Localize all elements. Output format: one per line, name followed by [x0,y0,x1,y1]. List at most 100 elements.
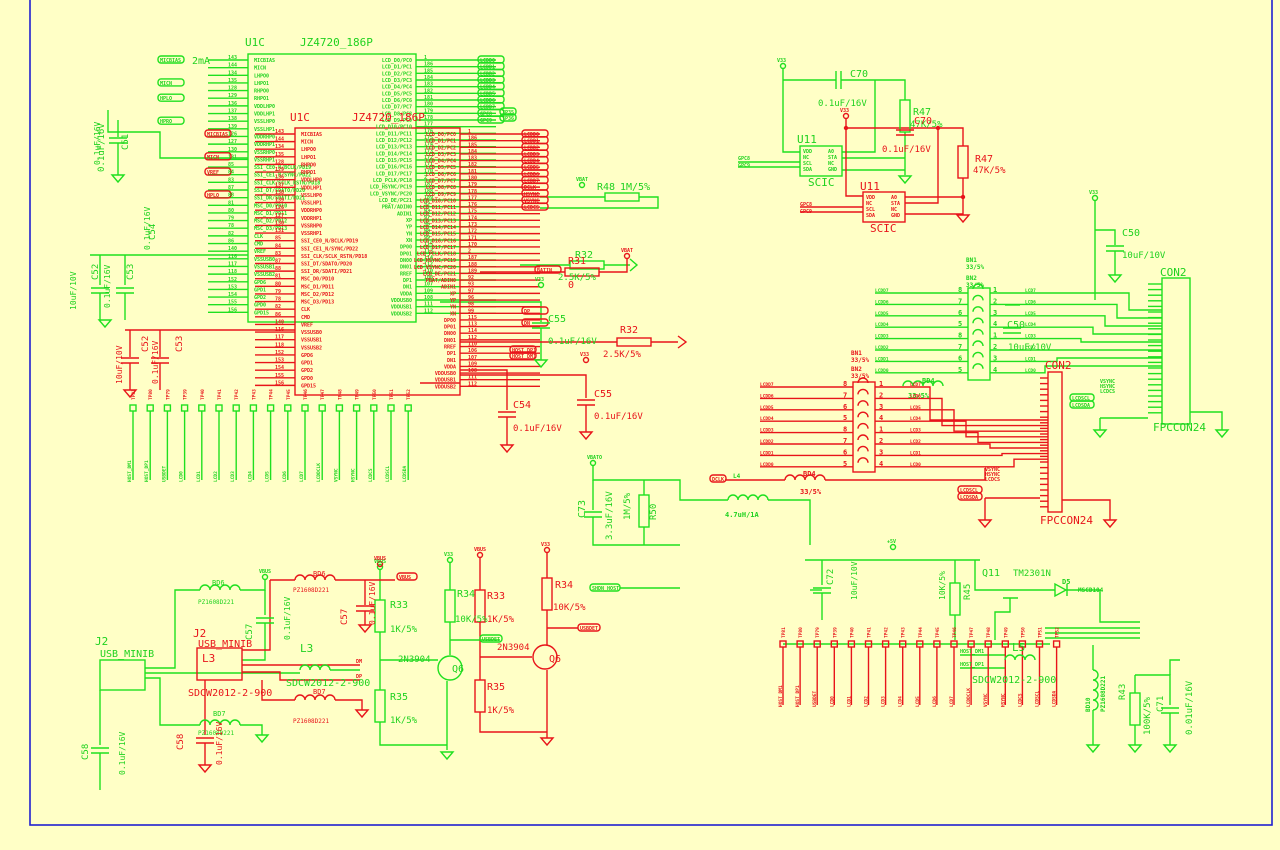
pin-number: 112 [424,308,433,314]
inductor-symbol [294,694,336,701]
net-label-flag [157,55,185,64]
pin-name: VREF [254,249,266,255]
component-ref: BD7 [213,710,226,718]
pin-number: 174 [424,142,433,148]
wire [145,589,200,669]
pin-name: LCD_D12/PC12 [376,138,412,144]
pin-name: LCD_D2/PC2 [382,71,412,77]
testpoint-name: TP43 [901,627,907,638]
component-ref: R47 [913,107,931,118]
pin-number: 130 [275,220,284,226]
pin-name: VDDRHP0 [254,134,275,140]
wire [875,431,1048,444]
net-label: LCDD2 [875,345,889,351]
component-value: 0.1uF/16V [283,596,292,640]
testpoint-signal: HOST_DM1 [778,685,784,707]
testpoint-name: TP43 [251,389,257,400]
component-value: TM2301N [1013,569,1051,579]
pin-name: LCD_VSYNC/PC20 [370,191,412,197]
pin-number: 79 [275,289,281,295]
testpoint-signal: LCDSDA [402,465,408,482]
pin-name: LCD_D0/PC0 [382,58,412,64]
pin-number: 181 [468,169,477,175]
testpoint-pad [1035,640,1044,648]
pin-name: LCD_D8/PC8 [426,185,456,191]
ground-icon [1092,429,1108,439]
pin-name: SSI_DR/SDATI/PD21 [254,196,305,202]
pin-number: 80 [228,208,234,214]
pin-name: VSSUSB2 [301,345,322,351]
wire [990,303,1162,319]
component-ref: L4 [733,473,741,480]
pin-number: 4 [879,460,883,468]
net-label: LCDD6 [875,299,889,305]
pin-name: MICN [301,140,313,146]
net-label-flag [534,265,562,274]
pin-number: 3 [879,403,883,411]
pin-number: 81 [275,274,281,280]
pin-name: LCD_D3/PC3 [382,78,412,84]
net-label-flag [499,107,517,116]
testpoint-name: TP39 [832,627,838,638]
resistor-symbol [604,192,640,202]
pin-number: 175 [468,209,477,215]
wire [990,357,1162,363]
ground-icon [1162,744,1178,754]
component-value: 0.1uF/16V [548,337,597,347]
pin-number: 186 [468,136,477,142]
component-value: 47K/5% [910,120,943,130]
power-label: VBATO [587,455,602,461]
net-label: LCD4 [1025,322,1036,328]
chip-ref: U1C [290,111,310,124]
inductor-symbol [299,664,331,671]
pin-number: 189 [468,268,477,274]
net-label: DP [524,309,530,315]
pin-name: VSSUSB1 [301,338,322,344]
connector-body [1161,277,1191,425]
pin-name: XP [406,218,412,224]
component-value: 10K/5% [455,615,488,625]
inductor-symbol [857,434,869,441]
net-label: LCDD0 [480,58,495,64]
pin-number: 154 [275,365,284,371]
inductor-symbol [727,494,769,501]
testpoint-pad [215,404,223,412]
component-value: SDCW2012-2-900 [188,688,272,699]
component-ref: R33 [487,591,505,602]
pin-name: SSI_CLK/SCLK_RSTN/PD18 [301,254,367,260]
chip-ref: U1C [245,36,265,49]
pin-name: VSSUSB2 [254,272,275,278]
pin-number: 136 [275,175,284,181]
pin-number: 79 [228,216,234,222]
pin-number: 117 [275,335,284,341]
pin-name: YP [406,225,412,231]
pin-number: 188 [424,188,433,194]
pin-number: 138 [228,116,237,122]
pin-name: VDDUSB2 [391,311,412,317]
wire [145,677,200,726]
testpoint-name: TP40 [849,627,855,638]
component-value: 0.1uF/16V [594,412,643,422]
pin-number: 97 [468,288,474,294]
pin-name: MICBIAS [254,58,275,64]
ground-icon [1127,744,1143,754]
power-port-icon [589,459,597,467]
component-ref: D5 [1062,578,1070,586]
wire [440,301,542,322]
wire [479,712,547,733]
testpoint-name: TP45 [286,389,292,400]
ic-body [862,191,906,223]
pin-number: 80 [275,281,281,287]
component-value: 2N3904 [497,643,530,653]
component-value: 10uF/10V [69,271,78,310]
pin-name: LHPO0 [301,147,316,153]
pin-number: 6 [958,354,962,362]
pin-number: 4 [879,414,883,422]
pin-number: 87 [228,185,234,191]
pin-number: 136 [228,101,237,107]
resistor-symbol [474,589,486,623]
pin-number: 112 [468,381,477,387]
component-value: 2.5K/5% [558,273,597,283]
net-label-flag [157,78,185,87]
